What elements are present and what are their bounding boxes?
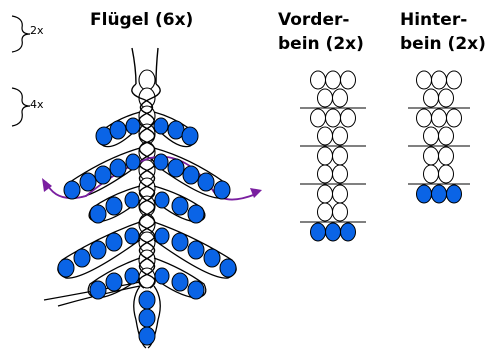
purple-arrow-left-head bbox=[42, 178, 52, 192]
brace-2x bbox=[11, 15, 31, 53]
wing-thread bbox=[131, 83, 156, 289]
wing-blue-beads bbox=[57, 117, 237, 346]
repeat-label-2x: 2x bbox=[30, 24, 44, 37]
front-leg-title-line2: bein (2x) bbox=[278, 34, 364, 54]
hind-leg-title-line1: Hinter- bbox=[400, 10, 468, 30]
repeat-label-4x: 4x bbox=[30, 98, 44, 111]
brace-4x bbox=[11, 87, 31, 127]
purple-arrow-right-head bbox=[250, 188, 262, 198]
hind-leg-title-line2: bein (2x) bbox=[400, 34, 486, 54]
wing-top-thread bbox=[131, 47, 159, 85]
front-leg bbox=[300, 70, 366, 242]
wing-title: Flügel (6x) bbox=[90, 10, 194, 30]
front-leg-title-line1: Vorder- bbox=[278, 10, 350, 30]
hind-leg bbox=[408, 70, 470, 204]
